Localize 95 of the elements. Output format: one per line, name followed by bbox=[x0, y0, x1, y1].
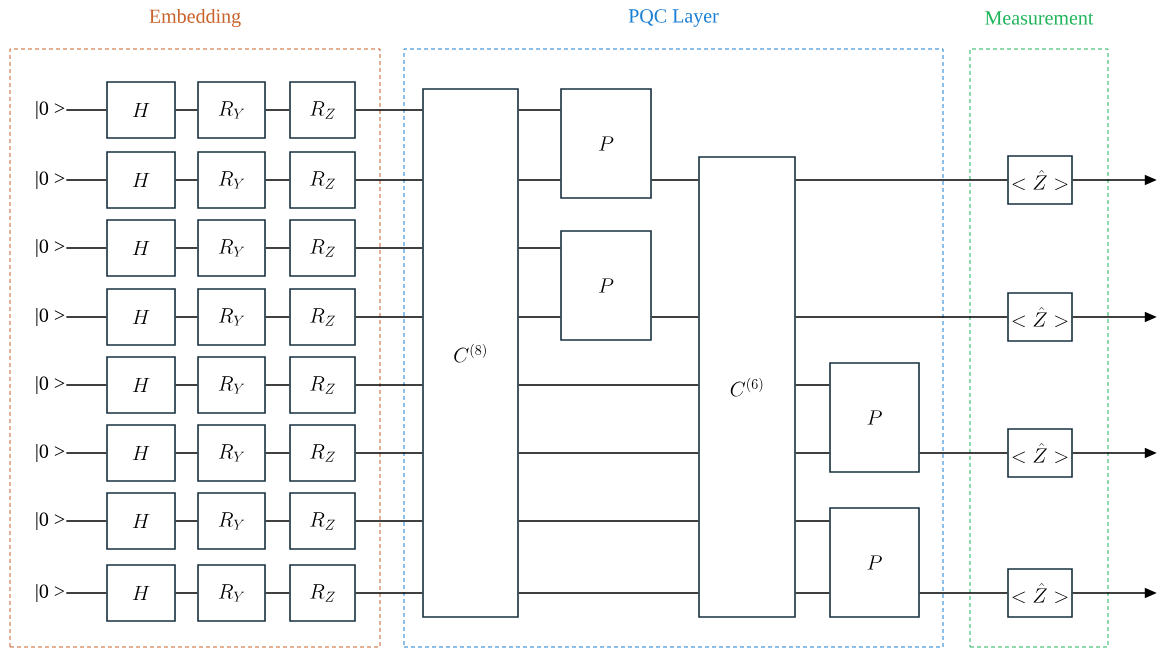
qubit-label: |0 > bbox=[36, 307, 65, 327]
measurement-box: $<\hat{Z}>$ bbox=[1007, 292, 1073, 342]
wire bbox=[355, 520, 423, 522]
gate-box: $H$ bbox=[106, 492, 176, 550]
wire bbox=[355, 247, 423, 249]
gate-box: $H$ bbox=[106, 424, 176, 482]
node-label: PQC Layer bbox=[628, 9, 719, 27]
gate-box: $R_Z$ bbox=[289, 356, 356, 414]
wire bbox=[355, 384, 423, 386]
gate-box: $R_Y$ bbox=[197, 564, 266, 622]
wire bbox=[175, 247, 198, 249]
gate-box: $R_Y$ bbox=[197, 424, 266, 482]
qubit-label: |0 > bbox=[36, 238, 65, 258]
qubit-label: |0 > bbox=[36, 511, 65, 531]
wire bbox=[518, 592, 699, 594]
wire bbox=[355, 179, 423, 181]
wire bbox=[175, 520, 198, 522]
wire bbox=[518, 452, 699, 454]
gate-box: $R_Y$ bbox=[197, 492, 266, 550]
wire bbox=[265, 520, 290, 522]
wire bbox=[795, 520, 830, 522]
qubit-label: |0 > bbox=[36, 583, 65, 603]
wire bbox=[795, 384, 830, 386]
gate-box: $R_Z$ bbox=[289, 151, 356, 209]
gate-box: $R_Y$ bbox=[197, 356, 266, 414]
wire bbox=[355, 452, 423, 454]
wire bbox=[518, 247, 561, 249]
gate-box: $R_Y$ bbox=[197, 81, 266, 139]
wire bbox=[795, 452, 830, 454]
wire bbox=[65, 384, 107, 386]
node-label: Measurement bbox=[985, 11, 1094, 25]
wire bbox=[518, 179, 561, 181]
wire bbox=[518, 384, 699, 386]
gate-box: $P$ bbox=[560, 230, 652, 341]
gate-box: $R_Z$ bbox=[289, 564, 356, 622]
qubit-label: |0 > bbox=[36, 170, 65, 190]
wire bbox=[355, 316, 423, 318]
qubit-label: |0 > bbox=[36, 375, 65, 395]
wire bbox=[518, 520, 699, 522]
wire bbox=[651, 179, 699, 181]
gate-box: $R_Z$ bbox=[289, 219, 356, 277]
gate-box: $C^{(6)}$ bbox=[698, 156, 796, 618]
wire bbox=[65, 520, 107, 522]
wire bbox=[265, 247, 290, 249]
wire bbox=[651, 316, 699, 318]
wire bbox=[265, 384, 290, 386]
gate-box: $H$ bbox=[106, 356, 176, 414]
wire bbox=[919, 452, 1008, 454]
gate-box: $P$ bbox=[829, 507, 920, 618]
wire bbox=[175, 316, 198, 318]
wire bbox=[265, 316, 290, 318]
gate-box: $R_Y$ bbox=[197, 219, 266, 277]
gate-box: $H$ bbox=[106, 151, 176, 209]
wire bbox=[175, 452, 198, 454]
measurement-box: $<\hat{Z}>$ bbox=[1007, 428, 1073, 478]
qubit-label: |0 > bbox=[36, 100, 65, 120]
wire bbox=[265, 109, 290, 111]
gate-box: $P$ bbox=[829, 362, 920, 473]
wire bbox=[265, 452, 290, 454]
wire bbox=[355, 109, 423, 111]
gate-box: $P$ bbox=[560, 88, 652, 199]
wire bbox=[175, 179, 198, 181]
wire bbox=[265, 592, 290, 594]
measurement-box: $<\hat{Z}>$ bbox=[1007, 568, 1073, 618]
wire bbox=[795, 592, 830, 594]
gate-box: $C^{(8)}$ bbox=[422, 88, 519, 618]
wire bbox=[65, 452, 107, 454]
wire bbox=[265, 179, 290, 181]
wire bbox=[175, 109, 198, 111]
wire bbox=[65, 179, 107, 181]
wire bbox=[65, 247, 107, 249]
gate-box: $H$ bbox=[106, 288, 176, 346]
qubit-label: |0 > bbox=[36, 443, 65, 463]
wire bbox=[795, 316, 1008, 318]
wire bbox=[175, 384, 198, 386]
wire bbox=[65, 109, 107, 111]
wire bbox=[355, 592, 423, 594]
gate-box: $R_Y$ bbox=[197, 151, 266, 209]
wire bbox=[65, 316, 107, 318]
wire bbox=[919, 592, 1008, 594]
gate-box: $R_Z$ bbox=[289, 81, 356, 139]
gate-box: $R_Z$ bbox=[289, 288, 356, 346]
measurement-box: $<\hat{Z}>$ bbox=[1007, 155, 1073, 205]
gate-box: $H$ bbox=[106, 564, 176, 622]
wire bbox=[795, 179, 1008, 181]
wire bbox=[518, 109, 561, 111]
wire bbox=[65, 592, 107, 594]
gate-box: $R_Y$ bbox=[197, 288, 266, 346]
node-label: Embedding bbox=[149, 8, 241, 28]
wire bbox=[175, 592, 198, 594]
wire bbox=[518, 316, 561, 318]
gate-box: $H$ bbox=[106, 219, 176, 277]
gate-box: $R_Z$ bbox=[289, 424, 356, 482]
gate-box: $H$ bbox=[106, 81, 176, 139]
gate-box: $R_Z$ bbox=[289, 492, 356, 550]
